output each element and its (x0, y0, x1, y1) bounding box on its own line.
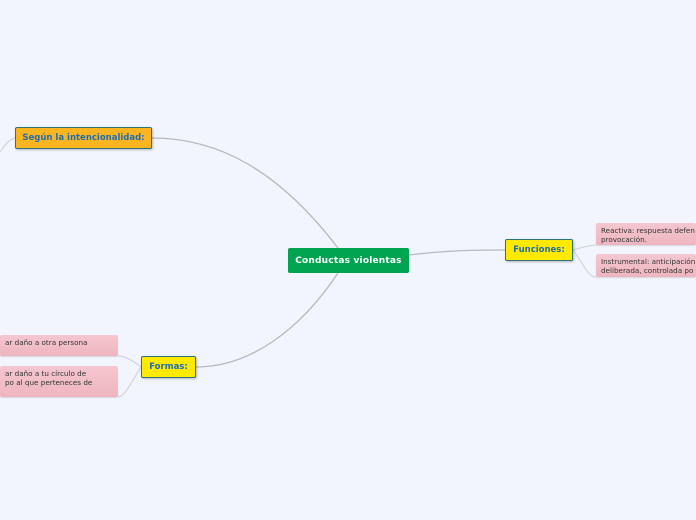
subtopic-formas-2[interactable]: ar daño a tu círculo de po al que perten… (0, 366, 118, 397)
link-central-formas (195, 272, 339, 368)
topic-segun-intencionalidad[interactable]: Según la intencionalidad: (15, 127, 152, 149)
link-formas-leaf-2 (117, 366, 142, 398)
central-topic-label: Conductas violentas (295, 255, 402, 266)
subtopic-text-line: deliberada, controlada po (601, 266, 694, 275)
subtopic-text-line: Instrumental: anticipación (601, 257, 696, 266)
central-topic[interactable]: Conductas violentas (288, 248, 409, 273)
subtopic-text-line: provocación. (601, 235, 647, 244)
topic-funciones[interactable]: Funciones: (505, 239, 573, 261)
subtopic-text-line: ar daño a tu círculo de (5, 369, 87, 378)
topic-label: Según la intencionalidad: (22, 133, 145, 143)
link-funciones-leaf-1 (572, 244, 597, 251)
subtopic-funciones-2[interactable]: Instrumental: anticipación deliberada, c… (596, 254, 696, 277)
subtopic-funciones-1[interactable]: Reactiva: respuesta defen provocación. (596, 223, 696, 245)
subtopic-text-line: po al que perteneces de (5, 378, 93, 387)
subtopic-formas-1[interactable]: ar daño a otra persona (0, 335, 118, 356)
link-central-intencionalidad (151, 137, 339, 249)
link-central-funciones (408, 249, 506, 256)
subtopic-text-line: Reactiva: respuesta defen (601, 226, 695, 235)
link-formas-leaf-1 (117, 355, 142, 368)
topic-label: Formas: (149, 362, 188, 372)
link-funciones-leaf-2 (572, 249, 597, 278)
topic-formas[interactable]: Formas: (141, 356, 196, 378)
link-intencionalidad-offscreen (0, 137, 16, 153)
subtopic-text-line: ar daño a otra persona (5, 338, 88, 347)
topic-label: Funciones: (513, 245, 565, 255)
